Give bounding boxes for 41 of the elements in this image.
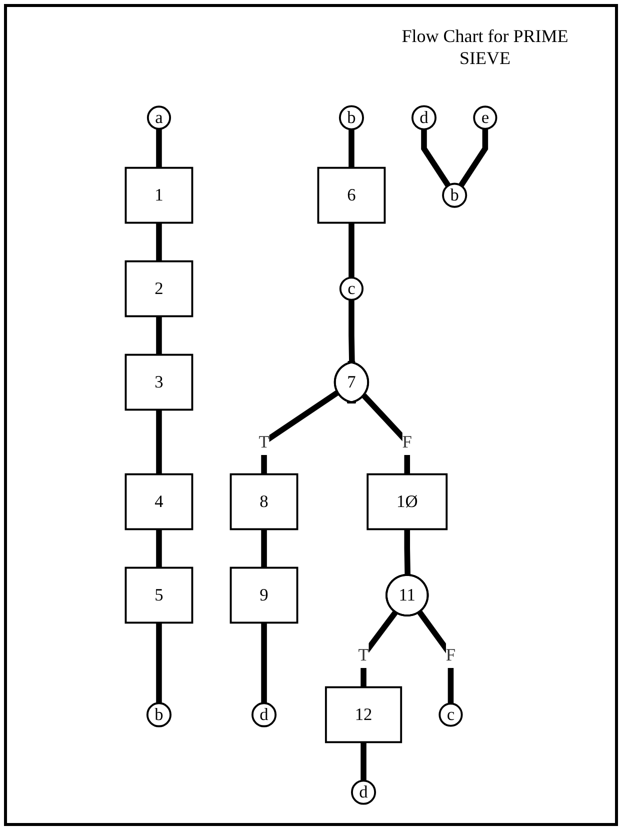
node-circle: d <box>252 702 277 728</box>
edge-label: T <box>258 432 270 452</box>
title: Flow Chart for PRIME SIEVE <box>400 25 570 69</box>
node-box: 3 <box>124 354 194 411</box>
connector <box>156 222 162 262</box>
connector <box>360 742 366 781</box>
node-box: 12 <box>324 686 402 744</box>
connector <box>261 390 340 474</box>
connector <box>156 128 162 168</box>
connector <box>261 622 267 704</box>
connector <box>156 529 162 568</box>
node-box: 8 <box>230 473 298 530</box>
connector <box>156 410 162 474</box>
node-circle: c <box>339 276 364 301</box>
connector <box>348 222 354 278</box>
node-circle: a <box>146 106 172 130</box>
connector <box>261 529 267 568</box>
node-box: 4 <box>124 473 194 530</box>
node-box: 6 <box>317 166 386 224</box>
node-circle: d <box>351 780 376 805</box>
node-box: 1 <box>124 166 194 224</box>
connector <box>458 128 488 188</box>
connector <box>348 129 354 168</box>
edge-label: F <box>402 432 412 452</box>
edge-label: F <box>446 644 456 664</box>
connector <box>156 316 162 355</box>
node-box: 5 <box>124 566 194 624</box>
node-circle: b <box>442 182 468 208</box>
connector <box>404 529 410 576</box>
node-circle: d <box>411 105 437 130</box>
connector <box>348 300 355 363</box>
node-circle: b <box>146 702 172 728</box>
node-circle: b <box>338 105 364 130</box>
node-circle: c <box>438 702 463 727</box>
node-box: 2 <box>124 260 194 318</box>
node-box: 1Ø <box>366 473 448 530</box>
node-circle: e <box>473 106 498 130</box>
node-box: 9 <box>230 566 298 624</box>
connector <box>156 622 162 704</box>
connector <box>421 129 451 188</box>
edge-label: T <box>358 644 369 664</box>
